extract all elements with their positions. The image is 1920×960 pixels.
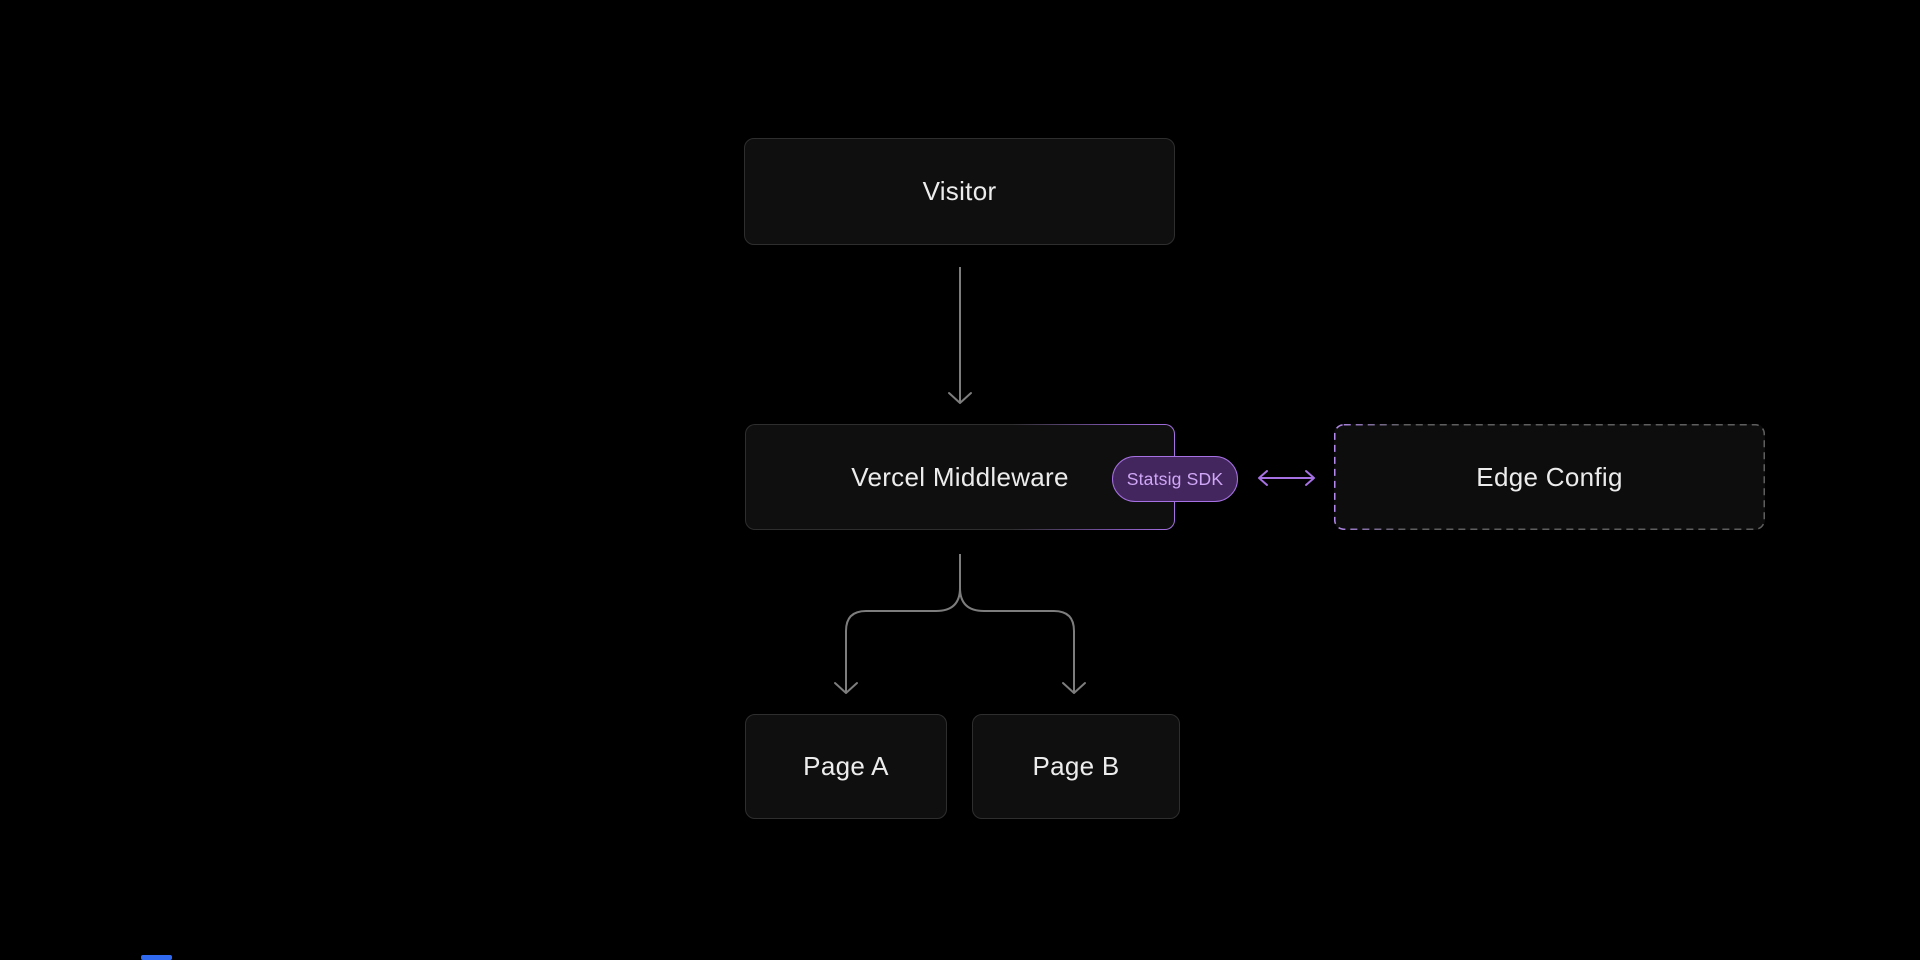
node-vercel-middleware: Vercel Middleware bbox=[745, 424, 1175, 530]
node-page-a: Page A bbox=[745, 714, 947, 819]
node-visitor-label: Visitor bbox=[922, 176, 997, 206]
statsig-sdk-badge-label: Statsig SDK bbox=[1126, 468, 1224, 489]
node-vercel-middleware-label: Vercel Middleware bbox=[851, 461, 1069, 492]
node-edge-config-label: Edge Config bbox=[1476, 461, 1623, 492]
node-visitor: Visitor bbox=[744, 138, 1175, 245]
blue-notch bbox=[141, 955, 172, 960]
edge-middleware-to-page-a bbox=[834, 554, 961, 694]
node-page-b-label: Page B bbox=[1032, 751, 1120, 781]
edge-config-dashed-border bbox=[1334, 424, 1765, 530]
node-page-b: Page B bbox=[972, 714, 1180, 819]
edge-middleware-to-page-b bbox=[959, 554, 1086, 694]
statsig-sdk-badge: Statsig SDK bbox=[1112, 456, 1238, 502]
node-page-a-label: Page A bbox=[803, 751, 889, 781]
node-edge-config: Edge Config bbox=[1334, 424, 1765, 530]
